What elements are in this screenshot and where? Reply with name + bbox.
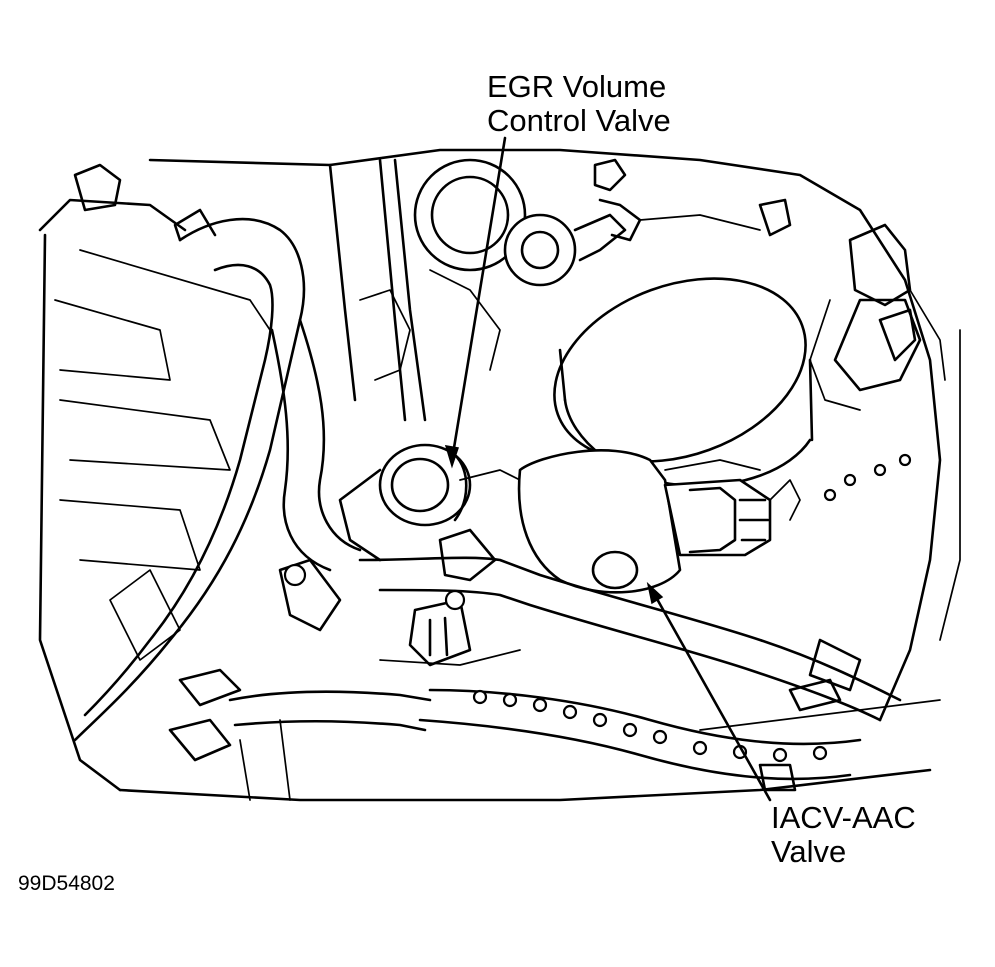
engine-bay-outline bbox=[38, 148, 961, 802]
figure-id: 99D54802 bbox=[18, 872, 115, 895]
iacv-label-line2: Valve bbox=[771, 834, 847, 869]
iacv-leader-arrowhead bbox=[646, 581, 664, 605]
heat-shield bbox=[418, 453, 912, 781]
egr-leader-line bbox=[450, 136, 507, 462]
egr-label-line1: EGR Volume bbox=[487, 69, 667, 104]
egr-leader-arrowhead bbox=[444, 445, 459, 469]
egr-label-line2: Control Valve bbox=[487, 103, 671, 138]
lower-pipes bbox=[358, 528, 902, 722]
throttle-body-area bbox=[328, 158, 761, 422]
iacv-aac-valve-label: IACV-AAC Valve bbox=[771, 801, 916, 869]
intake-hose bbox=[73, 208, 362, 742]
egr-volume-control-valve-label: EGR Volume Control Valve bbox=[487, 70, 671, 138]
egr-volume-control-valve bbox=[338, 443, 521, 562]
iacv-leader-line bbox=[650, 588, 772, 802]
air-chamber bbox=[553, 277, 814, 488]
right-connector bbox=[758, 198, 946, 411]
iacv-label-line1: IACV-AAC bbox=[771, 800, 916, 835]
bracket-bolts bbox=[278, 558, 521, 667]
leader-lines bbox=[444, 136, 772, 802]
lower-left-hoses bbox=[168, 668, 842, 801]
iacv-aac-valve bbox=[517, 449, 801, 594]
